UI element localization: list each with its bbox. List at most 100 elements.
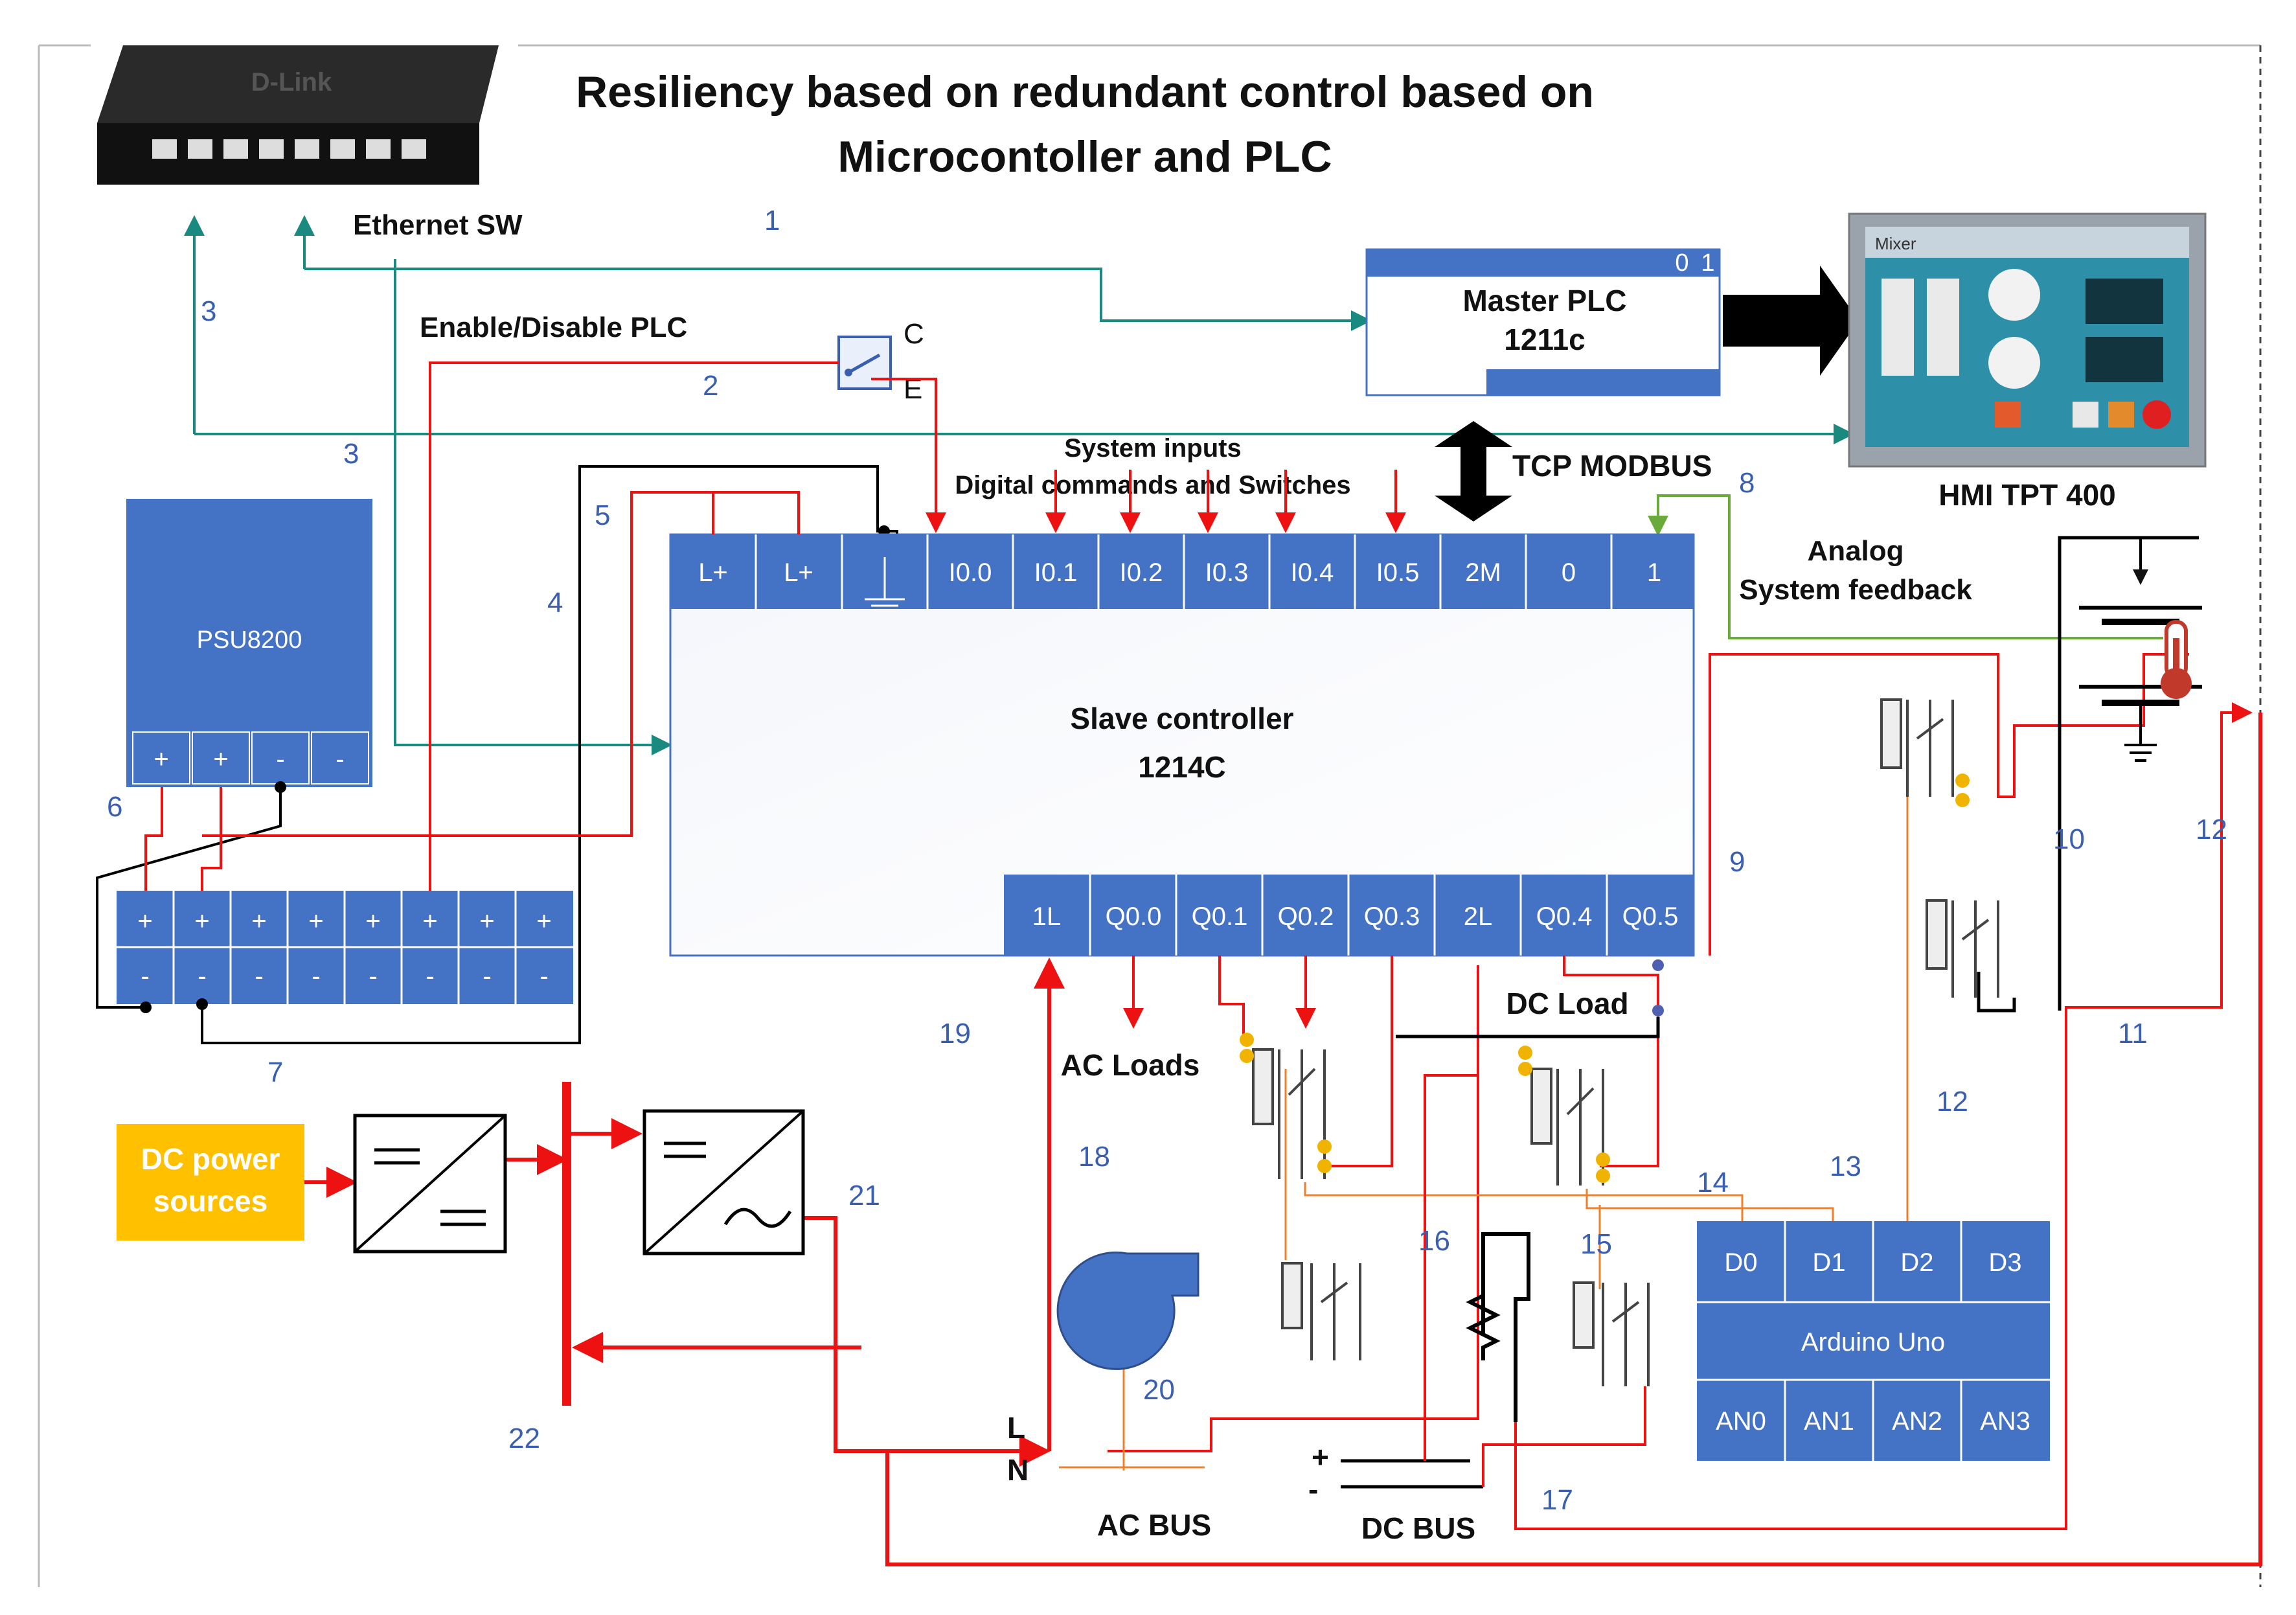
terminal-plus: + [137,907,152,935]
tcp-modbus-arrow [1435,421,1512,521]
dc-bus-lines [1341,1459,1483,1489]
line-l-label: L [1007,1411,1025,1445]
relay-icon [1252,1048,1326,1179]
enable-disable-label: Enable/Disable PLC [420,312,687,343]
arduino-pin: D2 [1900,1248,1933,1277]
psu-terminal: + [213,745,228,773]
dc-power-sources-label: sources [153,1184,267,1218]
hmi-panel-icon: Mixer [1848,212,2207,468]
switch-c-label: C [904,318,924,350]
arduino-pin: D0 [1724,1248,1757,1277]
slave-terminal: L+ [698,558,728,587]
connection-number: 1 [764,205,780,236]
dc-power-label: DC power [141,1142,280,1176]
slave-controller-label: Slave controller [1070,702,1293,735]
master-plc-digit-0: 0 [1675,249,1688,277]
master-plc-digit-1: 1 [1701,249,1714,277]
terminal-minus: - [540,962,548,991]
slave-controller: L+ L+ I0.0 I0.1 I0.2 I0.3 I0.4 I0.5 2M 0… [669,533,1695,957]
slave-terminal: L+ [784,558,813,587]
slave-terminal: 0 [1562,558,1576,587]
connection-number: 8 [1739,467,1755,499]
hmi-screen-title: Mixer [1875,234,1916,253]
relay-icon [1926,899,1999,998]
relay-icon [1573,1281,1650,1386]
psu-terminal: - [276,745,284,773]
connection-number: 7 [267,1057,283,1088]
slave-terminal: I0.4 [1291,558,1334,587]
connection-number: 6 [107,791,122,823]
arduino-pin: AN2 [1892,1407,1942,1436]
slave-output-terminal: Q0.5 [1622,902,1679,931]
connection-number: 20 [1143,1374,1175,1406]
terminal-plus: + [194,907,209,935]
slave-terminal: I0.1 [1034,558,1078,587]
relay-icon [1880,698,1954,797]
slave-output-terminal: Q0.2 [1278,902,1334,931]
terminal-minus: - [255,962,263,991]
svg-text:D-Link: D-Link [251,68,332,97]
terminal-plus: + [422,907,437,935]
dc-bus-label: DC BUS [1361,1511,1475,1545]
dc-plus-label: + [1312,1440,1329,1474]
master-to-hmi-arrow [1723,266,1859,376]
slave-terminal: I0.0 [949,558,992,587]
slave-output-terminal: 1L [1032,902,1062,931]
connection-number: 3 [343,438,359,470]
terminal-plus: + [536,907,551,935]
connection-number: 19 [939,1018,971,1049]
connection-number: 18 [1078,1141,1110,1173]
connection-number: 11 [2118,1018,2148,1049]
terminal-plus: + [479,907,494,935]
inverter-icon [642,1109,805,1255]
system-feedback-label: System feedback [1739,574,1972,606]
master-plc-label: Master PLC [1462,284,1626,317]
slave-terminal: 1 [1647,558,1661,587]
slave-output-terminal: Q0.4 [1536,902,1593,931]
connection-number: 12 [2196,814,2227,845]
arduino-uno: D0 D1 D2 D3 Arduino Uno AN0 AN1 AN2 AN3 [1697,1221,2050,1461]
tcp-modbus-label: TCP MODBUS [1512,449,1712,483]
psu-terminal: + [153,745,168,773]
connection-number: 17 [1541,1484,1573,1516]
neutral-n-label: N [1007,1453,1029,1487]
terminal-minus: - [312,962,320,991]
slave-output-terminal: Q0.1 [1192,902,1248,931]
connection-number: 21 [848,1180,880,1211]
terminal-plus: + [365,907,380,935]
slave-controller-model: 1214C [1138,750,1226,784]
connection-number: 3 [201,295,216,327]
fan-icon [1056,1251,1199,1370]
slave-output-terminal: 2L [1464,902,1493,931]
arduino-pin: AN0 [1716,1407,1766,1436]
arduino-pin: AN1 [1804,1407,1854,1436]
arduino-label: Arduino Uno [1801,1328,1945,1357]
connection-number: 2 [703,370,718,402]
psu-terminal: - [335,745,344,773]
digital-commands-label: Digital commands and Switches [955,471,1350,499]
terminal-block: + + + + + + + + - - - - - - - - [117,891,573,1004]
dc-power-sources [117,1124,304,1241]
connection-number: 15 [1580,1228,1612,1260]
connection-number: 4 [547,587,563,619]
arduino-pin: D3 [1988,1248,2021,1277]
psu8200: PSU8200 + + - - [126,499,372,787]
master-plc: Master PLC 1211c 0 1 [1365,248,1721,396]
ac-bus-label: AC BUS [1097,1508,1211,1542]
connection-number: 14 [1697,1167,1729,1198]
diagram-title-line1: Resiliency based on redundant control ba… [576,67,1594,117]
terminal-minus: - [198,962,206,991]
connection-number: 13 [1830,1151,1861,1182]
ground-icon [865,557,905,607]
connection-number: 10 [2053,823,2085,855]
slave-terminal: I0.5 [1376,558,1420,587]
terminal-plus: + [251,907,266,935]
arduino-pin: D1 [1812,1248,1845,1277]
connection-number: 16 [1418,1225,1450,1257]
ac-loads-label: AC Loads [1061,1048,1200,1082]
terminal-minus: - [369,962,377,991]
dc-minus-label: - [1308,1472,1318,1506]
system-inputs-label: System inputs [1064,434,1241,463]
